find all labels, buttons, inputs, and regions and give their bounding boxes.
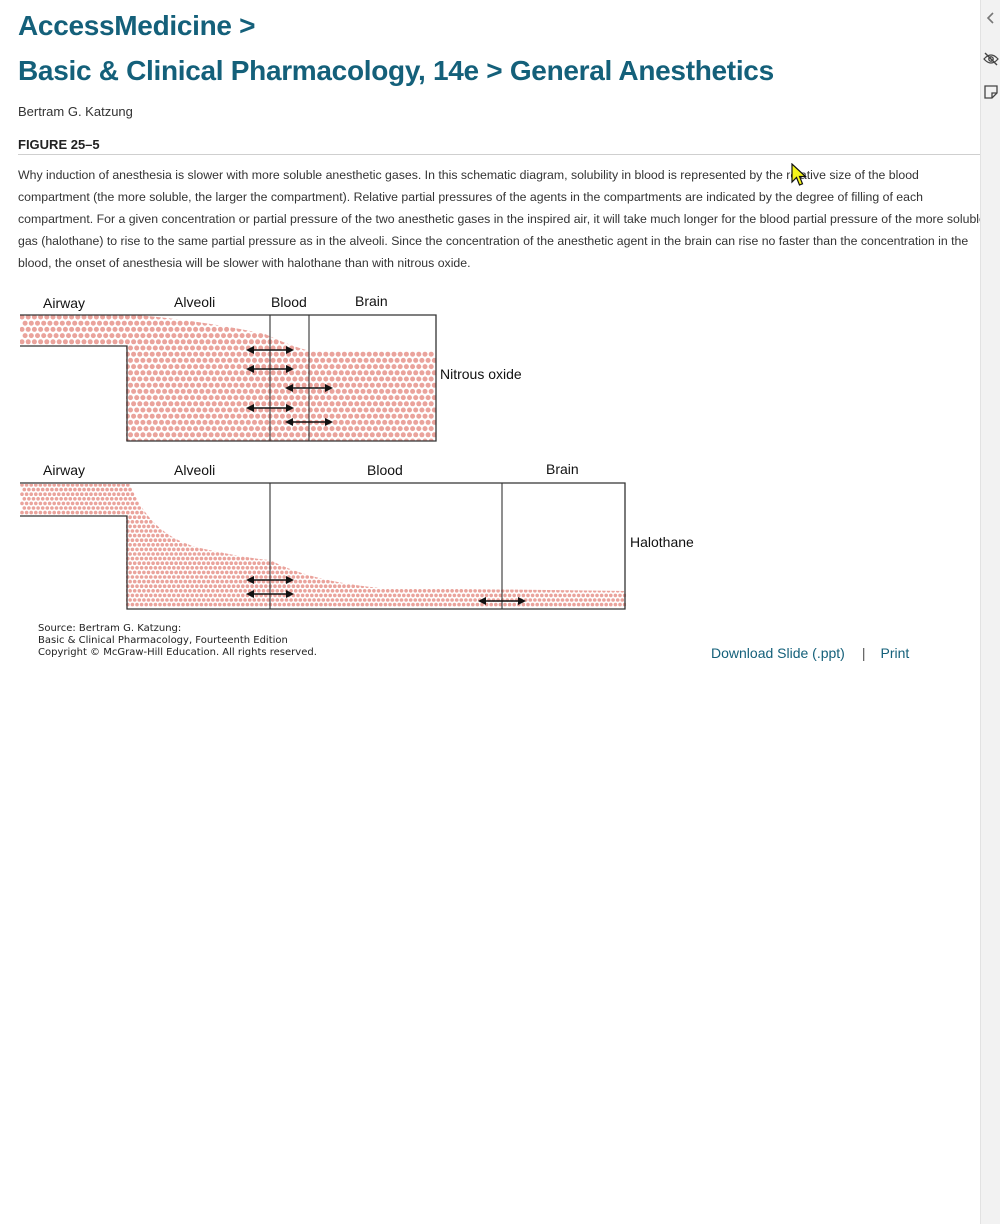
source-line: Source: Bertram G. Katzung: <box>38 623 182 634</box>
nitrous-label-alveoli: Alveoli <box>174 294 215 310</box>
nitrous-dots <box>20 314 436 441</box>
nitrous-airway-outline <box>20 314 437 442</box>
download-slide-link[interactable]: Download Slide (.ppt) <box>711 645 845 661</box>
halothane-dots <box>20 484 626 607</box>
nitrous-label-airway: Airway <box>43 295 85 311</box>
chevron-left-icon <box>986 12 994 24</box>
figure-diagram[interactable]: Airway Alveoli Blood Brain Nitrous oxide… <box>0 286 720 616</box>
action-separator: | <box>861 645 866 661</box>
halothane-panel: Airway Alveoli Blood Brain Halothane <box>20 461 694 610</box>
source-line: Copyright © McGraw-Hill Education. All r… <box>38 647 317 658</box>
breadcrumb-site[interactable]: AccessMedicine > <box>18 10 256 41</box>
nitrous-label-brain: Brain <box>355 293 388 309</box>
eye-off-icon <box>983 52 999 66</box>
halothane-label-blood: Blood <box>367 462 403 478</box>
nitrous-oxide-panel: Airway Alveoli Blood Brain Nitrous oxide <box>20 293 522 442</box>
author-name: Bertram G. Katzung <box>18 104 133 119</box>
halothane-label-agent: Halothane <box>630 534 694 550</box>
breadcrumb-book-chapter[interactable]: Basic & Clinical Pharmacology, 14e > Gen… <box>18 55 774 86</box>
figure-label: FIGURE 25–5 <box>18 137 100 152</box>
print-link[interactable]: Print <box>880 645 910 661</box>
side-rail <box>980 0 1000 1224</box>
figure-caption: Why induction of anesthesia is slower wi… <box>18 168 986 270</box>
hide-highlights-button[interactable] <box>981 47 1000 71</box>
figure-actions: Download Slide (.ppt) | Print <box>711 645 909 661</box>
source-line: Basic & Clinical Pharmacology, Fourteent… <box>38 635 288 646</box>
figure-source: Source: Bertram G. Katzung: Basic & Clin… <box>38 623 458 659</box>
figure-divider <box>18 154 980 155</box>
collapse-rail-button[interactable] <box>981 6 1000 30</box>
halothane-airway-outline <box>20 482 626 610</box>
nitrous-label-agent: Nitrous oxide <box>440 366 522 382</box>
halothane-label-alveoli: Alveoli <box>174 462 215 478</box>
add-note-button[interactable] <box>981 80 1000 104</box>
note-icon <box>984 85 998 99</box>
nitrous-label-blood: Blood <box>271 294 307 310</box>
halothane-label-airway: Airway <box>43 462 85 478</box>
halothane-label-brain: Brain <box>546 461 579 477</box>
